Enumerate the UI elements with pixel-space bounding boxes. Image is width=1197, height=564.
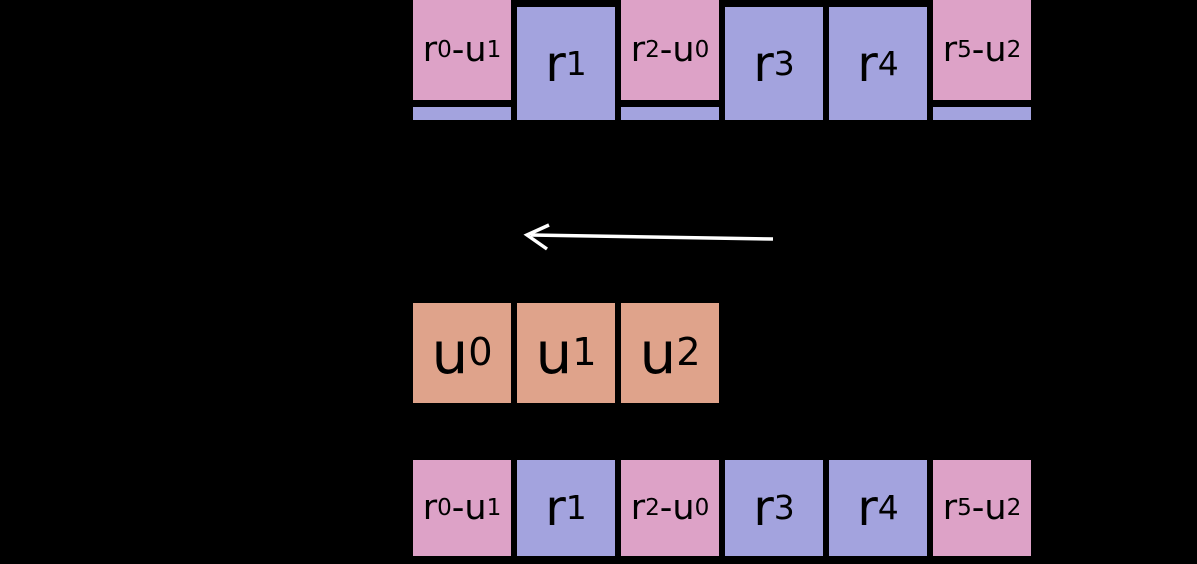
label-base: r (545, 34, 566, 93)
label-base: r (857, 479, 878, 537)
label-base: r (753, 479, 774, 537)
underlay-strip (933, 107, 1031, 120)
label-base: r (545, 479, 566, 537)
label-base: -u (659, 30, 695, 70)
label-base: r (422, 488, 438, 528)
label-base: u (639, 319, 677, 387)
left-arrow-icon (523, 223, 774, 251)
label-base: r (942, 30, 958, 70)
label-base: u (535, 319, 573, 387)
label-base: -u (971, 488, 1007, 528)
label-base: r (630, 30, 646, 70)
label-base: r (422, 30, 438, 70)
label-base: r (630, 488, 646, 528)
label-base: r (942, 488, 958, 528)
label-base: u (431, 319, 469, 387)
label-base: -u (451, 488, 487, 528)
label-base: -u (971, 30, 1007, 70)
label-base: r (753, 34, 774, 93)
label-base: r (857, 34, 878, 93)
label-base: -u (451, 30, 487, 70)
underlay-strip (413, 107, 511, 120)
label-base: -u (659, 488, 695, 528)
underlay-strip (621, 107, 719, 120)
